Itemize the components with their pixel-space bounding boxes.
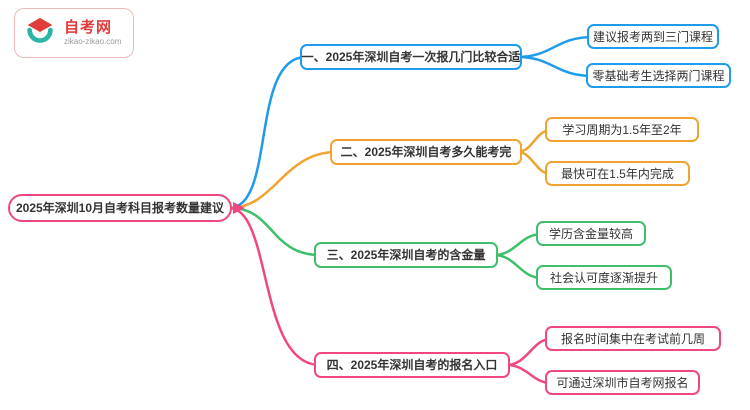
logo-text: 自考网 zikao-zikao.com bbox=[64, 20, 121, 46]
branch-node-4: 四、2025年深圳自考的报名入口 bbox=[314, 352, 510, 378]
logo-icon bbox=[27, 17, 53, 43]
leaf-node-2-1: 学习周期为1.5年至2年 bbox=[545, 117, 699, 142]
leaf-node-1-2: 零基础考生选择两门课程 bbox=[586, 63, 731, 88]
root-node: 2025年深圳10月自考科目报考数量建议 bbox=[8, 194, 232, 222]
leaf-node-4-2: 可通过深圳市自考网报名 bbox=[545, 370, 700, 395]
leaf-node-4-1: 报名时间集中在考试前几周 bbox=[545, 326, 721, 351]
link-branch3-leaf1 bbox=[492, 232, 544, 257]
leaf-node-2-2: 最快可在1.5年内完成 bbox=[545, 161, 690, 186]
link-branch3-leaf2 bbox=[492, 253, 544, 280]
link-root-branch4 bbox=[228, 206, 322, 367]
leaf-node-3-2: 社会认可度逐渐提升 bbox=[536, 265, 672, 290]
link-branch1-leaf2 bbox=[516, 55, 595, 78]
branch-node-1: 一、2025年深圳自考一次报几门比较合适 bbox=[300, 44, 522, 70]
logo-domain: zikao-zikao.com bbox=[64, 36, 122, 46]
link-root-branch1 bbox=[228, 55, 308, 210]
branch-node-2: 二、2025年深圳自考多久能考完 bbox=[330, 139, 522, 165]
branch-node-3: 三、2025年深圳自考的含金量 bbox=[314, 242, 498, 268]
logo: 自考网 zikao-zikao.com bbox=[14, 8, 134, 58]
logo-title: 自考网 bbox=[64, 19, 113, 37]
link-root-branch3 bbox=[228, 206, 322, 257]
root-junction-arrow bbox=[233, 202, 245, 214]
leaf-node-3-1: 学历含金量较高 bbox=[536, 221, 646, 246]
link-root-branch2 bbox=[228, 150, 338, 210]
leaf-node-1-1: 建议报考两到三门课程 bbox=[587, 24, 719, 49]
link-branch1-leaf1 bbox=[516, 35, 595, 59]
